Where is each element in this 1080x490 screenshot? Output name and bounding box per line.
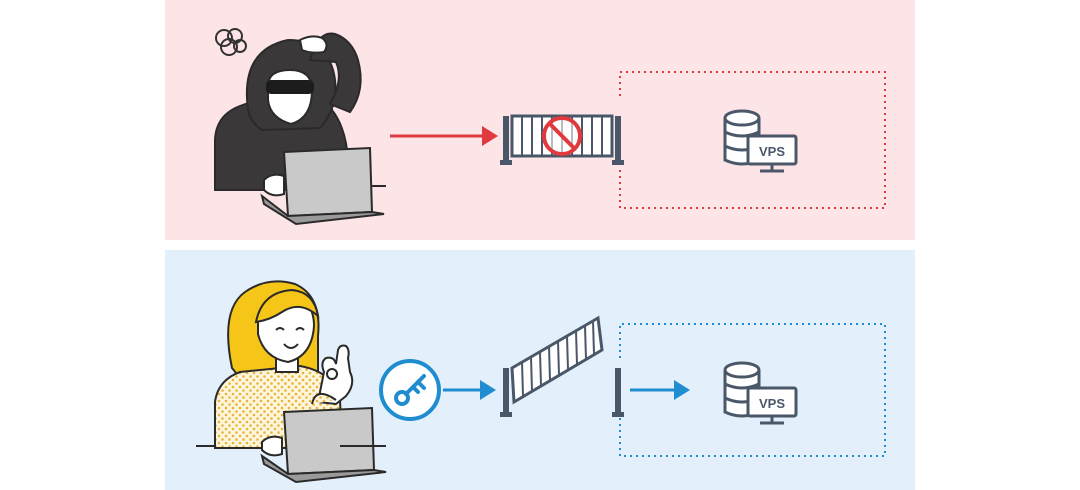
vps-network-boundary bbox=[619, 71, 886, 209]
hacker-figure bbox=[214, 28, 386, 226]
access-attempt-arrow bbox=[390, 126, 498, 146]
laptop-icon bbox=[260, 146, 386, 226]
open-gate-icon bbox=[500, 315, 624, 417]
frustration-scribble-icon bbox=[215, 28, 247, 56]
ok-hand-gesture bbox=[311, 344, 354, 406]
monitor-icon: VPS bbox=[746, 134, 798, 173]
laptop-icon bbox=[196, 406, 387, 484]
woman-figure bbox=[196, 280, 387, 484]
server-label: VPS bbox=[759, 396, 785, 411]
monitor-icon: VPS bbox=[746, 386, 798, 425]
access-granted-arrow bbox=[443, 380, 496, 400]
server-label: VPS bbox=[759, 144, 785, 159]
connection-arrow bbox=[630, 380, 690, 400]
vps-network-boundary bbox=[619, 323, 886, 457]
prohibited-icon bbox=[542, 116, 582, 156]
key-icon bbox=[379, 359, 441, 421]
